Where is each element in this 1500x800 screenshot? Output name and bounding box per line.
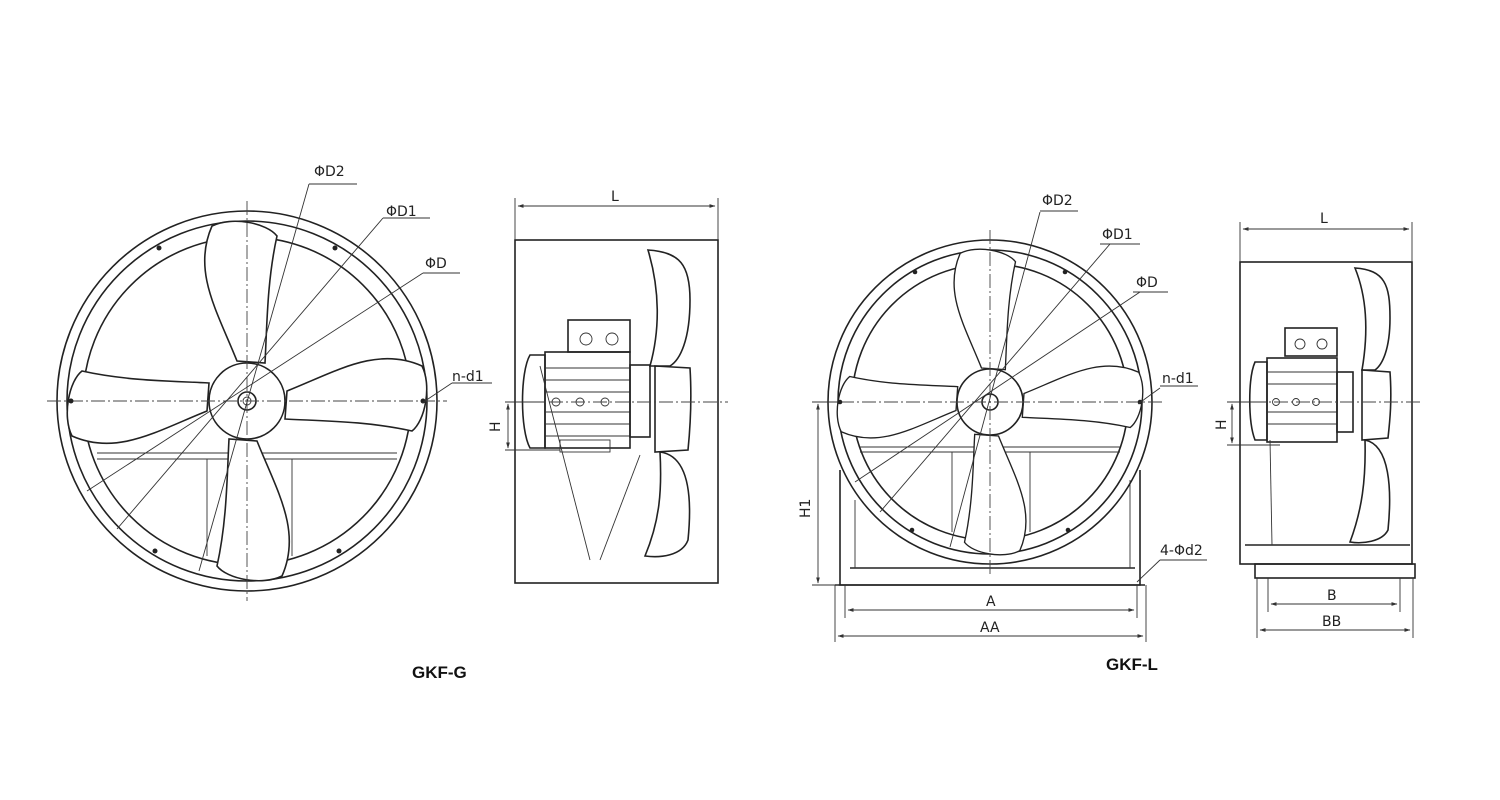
gkf-l-caption: GKF-L <box>1106 655 1158 674</box>
blade-left <box>66 370 210 445</box>
gkf-g-height-label: H <box>488 421 504 432</box>
gkf-l-bb-label: BB <box>1322 614 1341 630</box>
gkf-g-side-view <box>505 198 728 584</box>
gkf-g-phi-d2-label: ΦD2 <box>314 164 345 180</box>
gkf-g-phi-d-label: ΦD <box>425 256 447 272</box>
gkf-l-aa-label: AA <box>980 620 1000 636</box>
gkf-l-b-label: B <box>1327 588 1337 604</box>
gkf-g-length-label: L <box>611 189 619 205</box>
blade-bottom <box>216 438 291 582</box>
gkf-g-front-view <box>47 183 453 601</box>
gkf-l-a-label: A <box>986 594 996 610</box>
gkf-g-front-leaders <box>309 183 492 384</box>
gkf-l-phi-d-label: ΦD <box>1136 275 1158 291</box>
gkf-l-phi-d2-label: ΦD2 <box>1042 193 1073 209</box>
gkf-l-front-view <box>812 210 1207 642</box>
gkf-l-side-view <box>1227 222 1420 638</box>
gkf-l-length-label: L <box>1320 211 1328 227</box>
gkf-g-phi-d1-label: ΦD1 <box>386 204 417 220</box>
gkf-l-h1-label: H1 <box>798 499 814 518</box>
gkf-l-n-d1-label: n-d1 <box>1162 371 1194 387</box>
gkf-g-caption: GKF-G <box>412 663 467 682</box>
gkf-l-height-label: H <box>1214 419 1230 430</box>
blade-top <box>203 220 278 364</box>
gkf-l-phi-d1-label: ΦD1 <box>1102 227 1133 243</box>
gkf-g-n-d1-label: n-d1 <box>452 369 484 385</box>
gkf-l-base-holes-label: 4-Φd2 <box>1160 543 1203 559</box>
blade-right <box>284 357 428 432</box>
